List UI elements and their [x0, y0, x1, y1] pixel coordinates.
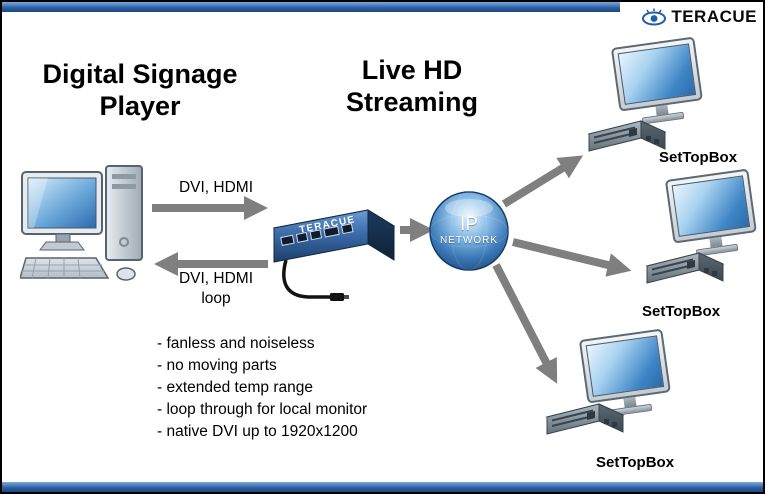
- feature-item: - extended temp range: [157, 379, 313, 396]
- monitor-frame: [610, 36, 703, 112]
- title-live-hd-streaming: Live HD Streaming: [300, 54, 524, 118]
- encoder-ports: [280, 223, 354, 246]
- title-line: Digital Signage: [42, 59, 238, 89]
- encoder-end-face: [367, 209, 395, 261]
- pc-mouse: [116, 267, 136, 281]
- feature-item: - no moving parts: [157, 357, 277, 374]
- cable-plug-tip: [344, 295, 349, 299]
- pc-tower: [105, 165, 143, 261]
- feature-item: - fanless and noiseless: [157, 335, 315, 352]
- arrow-network-to-stb-2: [512, 238, 632, 277]
- receiver-1-label: SetTopBox: [659, 149, 738, 166]
- receiver-3-settopbox: [543, 399, 628, 447]
- loop-label-line: DVI, HDMI: [178, 270, 254, 287]
- feature-item: - native DVI up to 1920x1200: [157, 423, 358, 440]
- feature-list: - fanless and noiseless - no moving part…: [157, 333, 367, 443]
- receiver-2-label: SetTopBox: [642, 303, 721, 320]
- monitor-frame: [664, 168, 757, 244]
- brand-logo: TERACUE: [641, 7, 757, 27]
- digital-signage-player-computer: [20, 165, 143, 281]
- bottom-accent-bar: [2, 482, 763, 492]
- loop-label-line: loop: [201, 290, 231, 307]
- title-line: Live HD: [361, 55, 463, 85]
- encoder-device: TERACUE: [272, 209, 396, 301]
- receiver-3-label: SetTopBox: [596, 454, 675, 471]
- title-digital-signage-player: Digital Signage Player: [20, 58, 260, 122]
- encoder-power-cable: [282, 259, 330, 299]
- title-line: Player: [99, 91, 181, 121]
- cable-plug: [330, 293, 344, 301]
- arrow-network-to-stb-3: [492, 263, 558, 384]
- receiver-2-settopbox: [643, 248, 728, 296]
- pc-keyboard: [20, 257, 110, 279]
- receiver-1-settopbox: [585, 116, 670, 164]
- arrow-network-to-stb-1: [501, 155, 584, 208]
- receiver-2-monitor: [664, 168, 759, 260]
- top-accent-bar: [2, 2, 620, 12]
- dvi-hdmi-input-label: DVI, HDMI: [178, 179, 254, 196]
- pc-monitor: [21, 171, 103, 251]
- ip-network-node: IP NETWORK: [429, 191, 509, 271]
- feature-item: - loop through for local monitor: [157, 401, 368, 418]
- monitor-screen: [585, 335, 665, 397]
- dvi-hdmi-loop-label: DVI, HDMI loop: [160, 269, 272, 309]
- eye-icon: [642, 8, 667, 26]
- title-line: Streaming: [345, 87, 479, 117]
- monitor-screen: [671, 175, 751, 237]
- monitor-screen: [617, 43, 697, 105]
- receiver-1-monitor: [610, 36, 705, 128]
- monitor-frame: [578, 328, 671, 404]
- brand-name: TERACUE: [671, 7, 757, 26]
- ip-network-sphere: [429, 191, 509, 271]
